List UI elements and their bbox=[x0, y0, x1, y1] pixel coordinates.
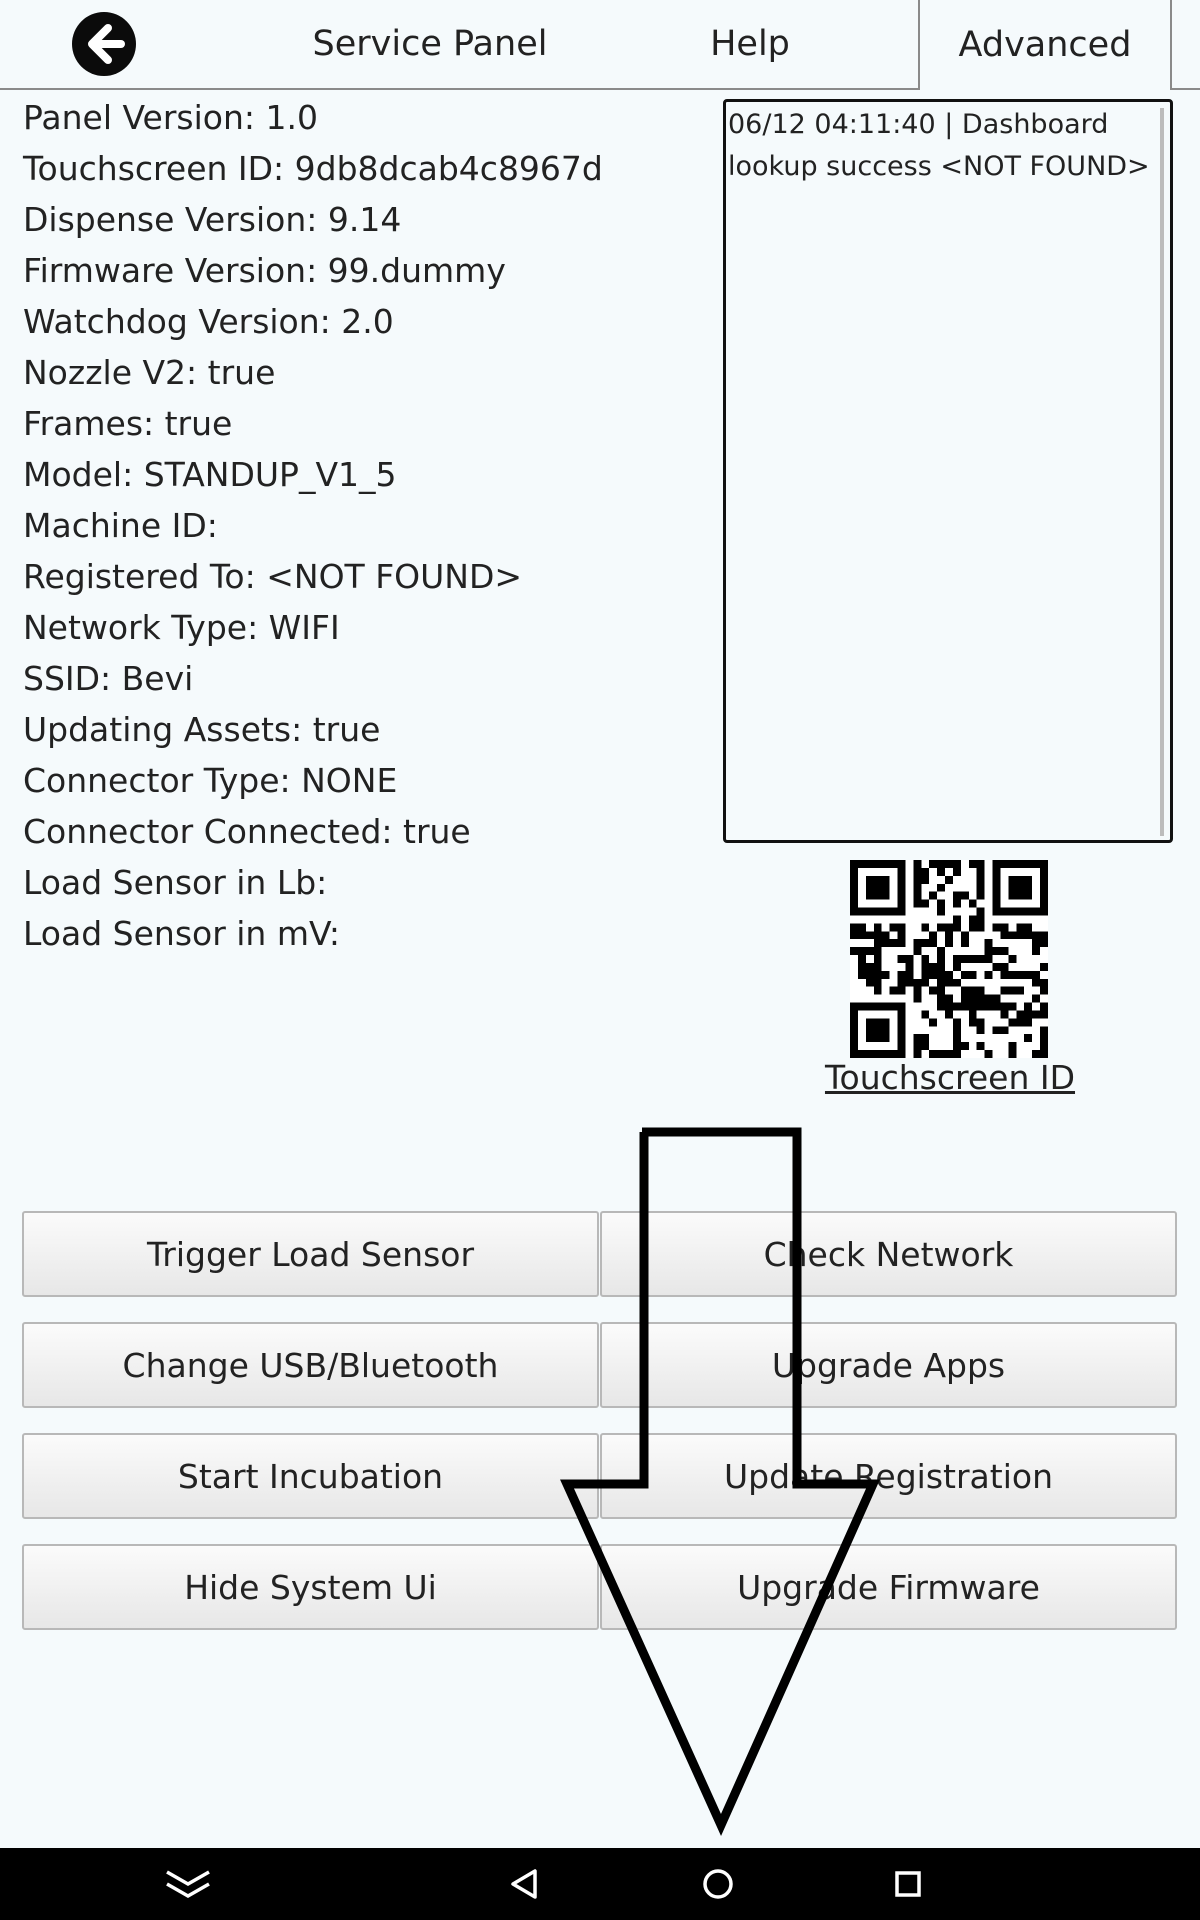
check-network-button[interactable]: Check Network bbox=[600, 1211, 1177, 1297]
info-nozzle-v2: Nozzle V2: true bbox=[23, 353, 276, 392]
hide-system-ui-button[interactable]: Hide System Ui bbox=[22, 1544, 599, 1630]
info-network-type: Network Type: WIFI bbox=[23, 608, 340, 647]
info-connector-type: Connector Type: NONE bbox=[23, 761, 398, 800]
tab-bar-divider bbox=[0, 88, 1200, 90]
info-panel-version: Panel Version: 1.0 bbox=[23, 98, 318, 137]
system-navigation-bar bbox=[0, 1848, 1200, 1920]
nav-recents-button[interactable] bbox=[878, 1856, 938, 1912]
tab-help[interactable]: Help bbox=[710, 24, 790, 64]
upgrade-apps-button[interactable]: Upgrade Apps bbox=[600, 1322, 1177, 1408]
hide-nav-button[interactable] bbox=[158, 1856, 218, 1912]
info-connector-connected: Connector Connected: true bbox=[23, 812, 471, 851]
upgrade-firmware-button[interactable]: Upgrade Firmware bbox=[600, 1544, 1177, 1630]
back-arrow-icon bbox=[88, 24, 125, 64]
info-touchscreen-id: Touchscreen ID: 9db8dcab4c8967d bbox=[23, 149, 603, 188]
log-panel[interactable]: 06/12 04:11:40 | Dashboard lookup succes… bbox=[723, 99, 1173, 843]
info-dispense-version: Dispense Version: 9.14 bbox=[23, 200, 402, 239]
nav-recents-square-icon bbox=[895, 1871, 921, 1897]
trigger-load-sensor-button[interactable]: Trigger Load Sensor bbox=[22, 1211, 599, 1297]
info-machine-id: Machine ID: bbox=[23, 506, 218, 545]
top-tab-bar: Service Panel Help Advanced bbox=[0, 0, 1200, 90]
info-updating-assets: Updating Assets: true bbox=[23, 710, 381, 749]
nav-home-button[interactable] bbox=[688, 1856, 748, 1912]
chevron-double-down-icon bbox=[166, 1870, 210, 1899]
info-model: Model: STANDUP_V1_5 bbox=[23, 455, 397, 494]
info-ssid: SSID: Bevi bbox=[23, 659, 194, 698]
info-watchdog-version: Watchdog Version: 2.0 bbox=[23, 302, 394, 341]
change-usb-bluetooth-button[interactable]: Change USB/Bluetooth bbox=[22, 1322, 599, 1408]
log-scrollbar[interactable] bbox=[1160, 108, 1164, 836]
device-info-list: Panel Version: 1.0 Touchscreen ID: 9db8d… bbox=[23, 92, 703, 959]
qr-code-icon bbox=[850, 860, 1048, 1058]
info-load-sensor-mv: Load Sensor in mV: bbox=[23, 914, 340, 953]
nav-back-button[interactable] bbox=[495, 1856, 555, 1912]
log-entry: 06/12 04:11:40 | Dashboard lookup succes… bbox=[728, 109, 1150, 182]
touchscreen-id-link[interactable]: Touchscreen ID bbox=[824, 1058, 1076, 1097]
info-registered-to: Registered To: <NOT FOUND> bbox=[23, 557, 523, 596]
start-incubation-button[interactable]: Start Incubation bbox=[22, 1433, 599, 1519]
info-load-sensor-lb: Load Sensor in Lb: bbox=[23, 863, 328, 902]
tab-service-panel[interactable]: Service Panel bbox=[312, 24, 548, 64]
info-firmware-version: Firmware Version: 99.dummy bbox=[23, 251, 506, 290]
back-button[interactable] bbox=[72, 12, 136, 76]
nav-home-circle-icon bbox=[703, 1869, 733, 1899]
nav-back-triangle-icon bbox=[511, 1869, 537, 1899]
update-registration-button[interactable]: Update Registration bbox=[600, 1433, 1177, 1519]
info-frames: Frames: true bbox=[23, 404, 233, 443]
tab-advanced[interactable]: Advanced bbox=[918, 0, 1172, 90]
